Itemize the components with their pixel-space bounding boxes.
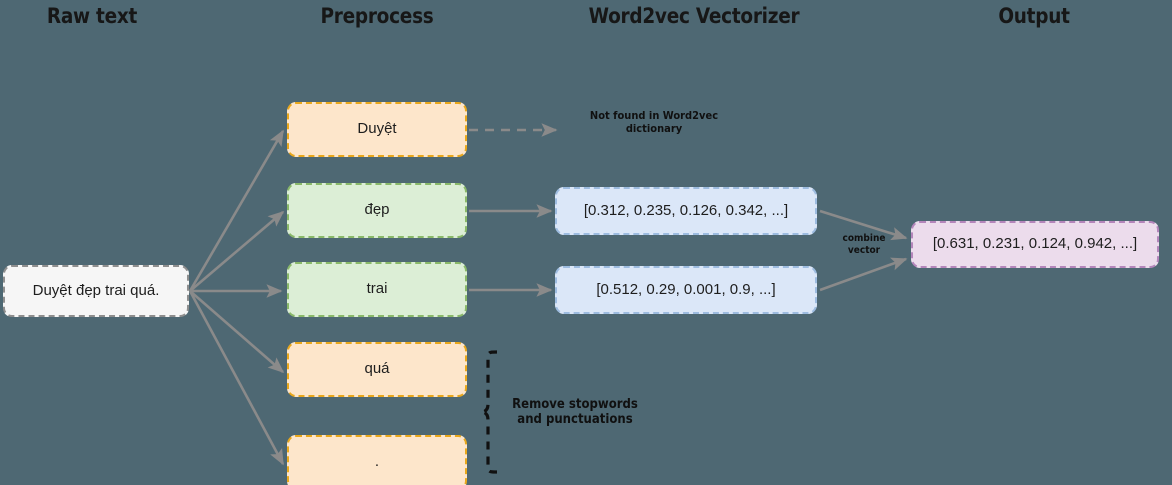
token-node-punctuation: . bbox=[287, 435, 467, 485]
token-node-qua: quá bbox=[287, 342, 467, 397]
vector-node-dep: [0.312, 0.235, 0.126, 0.342, ...] bbox=[555, 187, 817, 235]
column-title-raw-text: Raw text bbox=[46, 4, 138, 28]
column-title-output: Output bbox=[998, 4, 1070, 28]
raw-text-node: Duyệt đẹp trai quá. bbox=[3, 265, 189, 317]
annotation-combine-vector: combine vector bbox=[842, 233, 886, 256]
token-node-duyet: Duyệt bbox=[287, 102, 467, 157]
annotation-not-found: Not found in Word2vec dictionary bbox=[589, 109, 719, 135]
annotation-remove-stopwords: Remove stopwords and punctuations bbox=[512, 397, 638, 427]
column-title-preprocess: Preprocess bbox=[320, 4, 434, 28]
column-title-word2vec-vectorizer: Word2vec Vectorizer bbox=[588, 4, 800, 28]
token-node-trai: trai bbox=[287, 262, 467, 317]
output-vector-node: [0.631, 0.231, 0.124, 0.942, ...] bbox=[911, 221, 1159, 268]
vector-node-trai: [0.512, 0.29, 0.001, 0.9, ...] bbox=[555, 266, 817, 314]
token-node-dep: đẹp bbox=[287, 183, 467, 238]
